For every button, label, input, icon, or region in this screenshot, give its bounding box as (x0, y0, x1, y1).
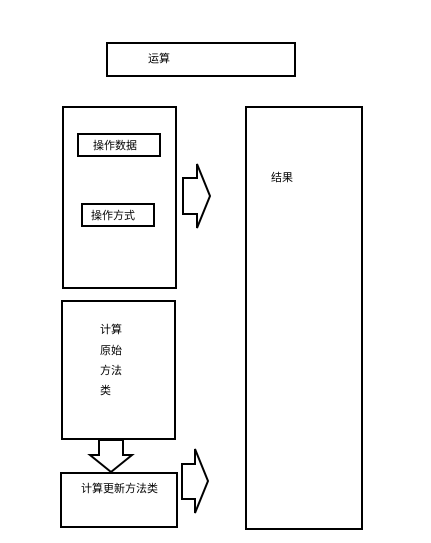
arrow-original-to-updated (87, 439, 135, 474)
arrow-updated-to-result (181, 448, 210, 514)
title-box: 运算 (106, 42, 296, 77)
result-box: 结果 (245, 106, 363, 530)
title-label: 运算 (148, 52, 170, 65)
operation-data-box: 操作数据 (77, 133, 161, 157)
original-method-line-2: 原始 (100, 344, 122, 357)
operation-data-label: 操作数据 (93, 139, 137, 152)
original-method-line-4: 类 (100, 384, 111, 397)
updated-method-box: 计算更新方法类 (60, 472, 178, 528)
updated-method-label: 计算更新方法类 (81, 482, 158, 495)
original-method-box: 计算 原始 方法 类 (61, 300, 176, 440)
result-label: 结果 (271, 171, 293, 184)
input-group-box: 操作数据 操作方式 (62, 106, 177, 289)
operation-method-label: 操作方式 (91, 209, 135, 222)
original-method-line-3: 方法 (100, 364, 122, 377)
original-method-line-1: 计算 (100, 323, 122, 336)
arrow-input-to-result (182, 163, 212, 229)
operation-method-box: 操作方式 (81, 203, 155, 227)
